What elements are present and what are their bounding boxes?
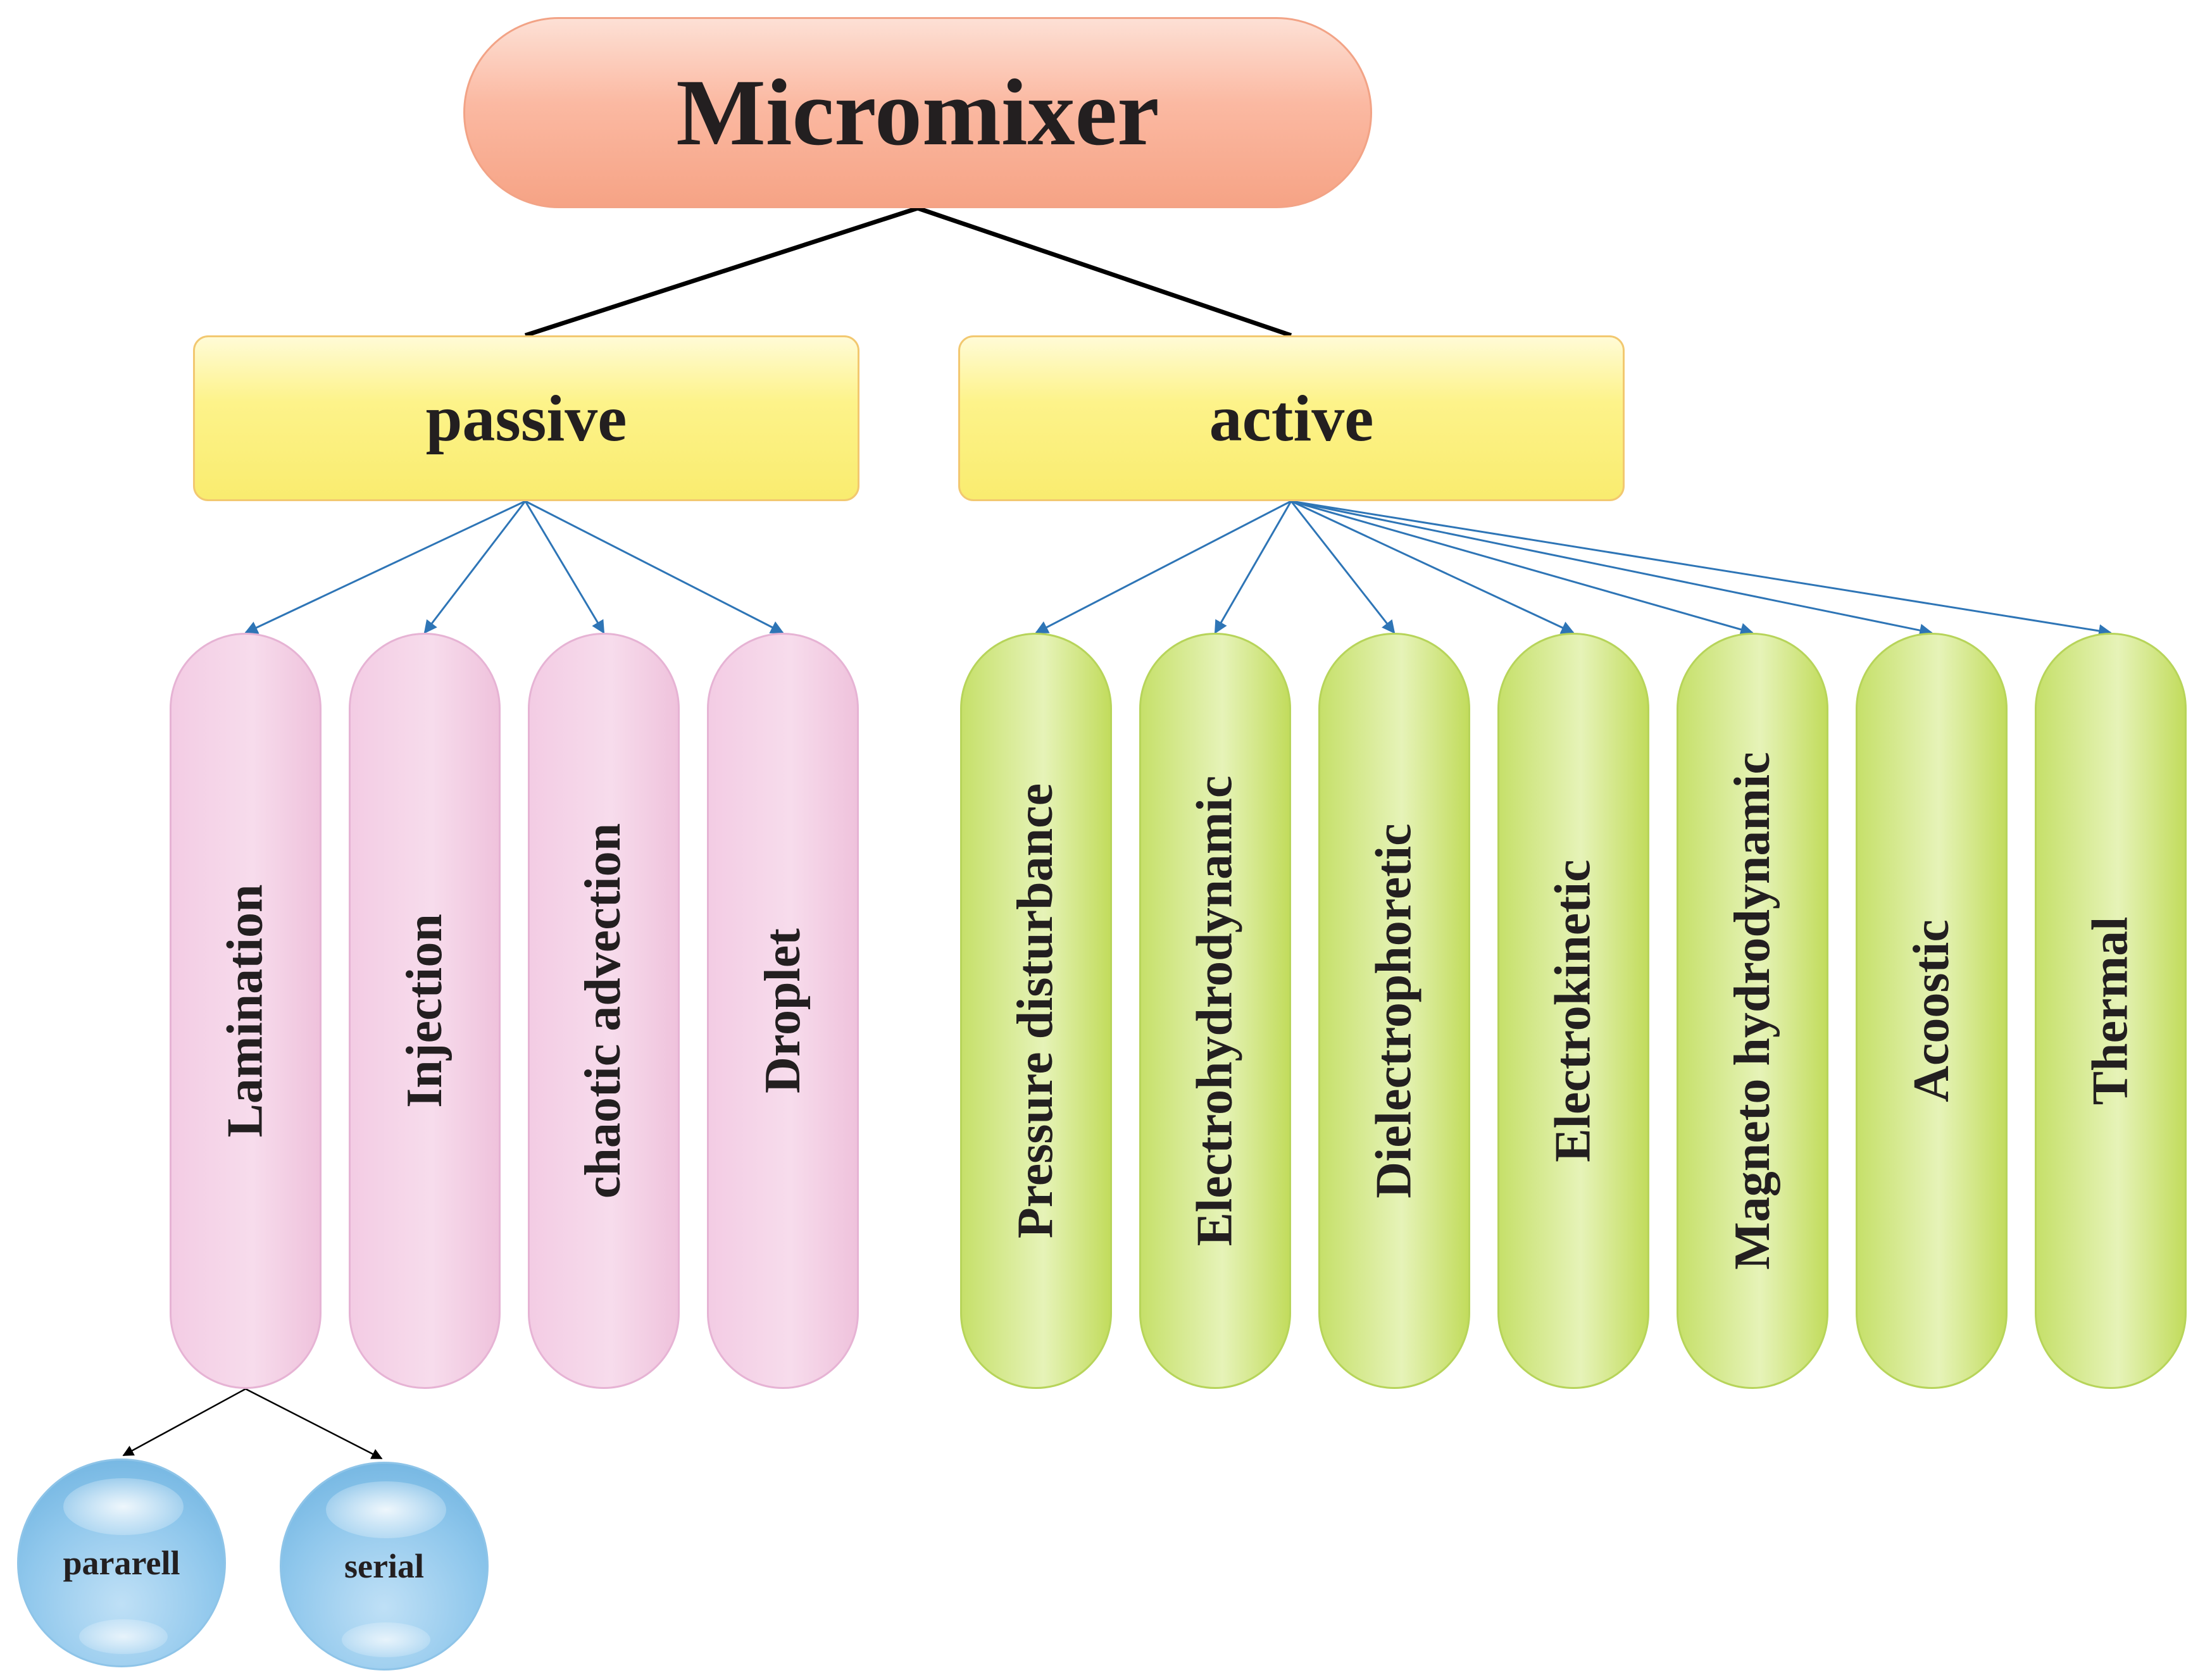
dielectrophoretic-node: Dielectrophoretic <box>1318 633 1470 1389</box>
active-label: active <box>1209 382 1374 455</box>
arrow-passive-droplet <box>525 500 784 634</box>
arrow-lamination-serial <box>245 1388 383 1460</box>
pressure-disturbance-node: Pressure disturbance <box>960 633 1112 1389</box>
lamination-node: Lamination <box>170 633 322 1389</box>
pressure-disturbance-label: Pressure disturbance <box>1008 783 1064 1239</box>
active-node: active <box>958 335 1625 501</box>
root-to-active-line <box>916 206 1292 338</box>
electrohydrodynamic-node: Electrohydrodynamic <box>1139 633 1291 1389</box>
electrokinetic-label: Electrokinetic <box>1545 859 1601 1162</box>
highlight-shape <box>342 1622 430 1657</box>
droplet-label: Droplet <box>754 928 811 1093</box>
magneto-hydrodynamic-node: Magneto hydrodynamic <box>1677 633 1828 1389</box>
thermal-node: Thermal <box>2035 633 2187 1389</box>
chaotic-advection-node: chaotic advection <box>528 633 680 1389</box>
micromixer-node: Micromixer <box>463 17 1372 208</box>
highlight-shape <box>326 1481 446 1538</box>
highlight-shape <box>63 1478 184 1535</box>
micromixer-label: Micromixer <box>676 60 1159 165</box>
arrow-active-acoostic <box>1290 500 1933 637</box>
arrow-active-pressure <box>1035 500 1292 634</box>
electrohydrodynamic-label: Electrohydrodynamic <box>1187 775 1243 1247</box>
chaotic-advection-label: chaotic advection <box>575 823 632 1199</box>
dielectrophoretic-label: Dielectrophoretic <box>1366 823 1422 1198</box>
highlight-shape <box>79 1619 168 1654</box>
serial-label: serial <box>344 1547 424 1585</box>
arrow-passive-injection <box>423 501 527 634</box>
arrow-passive-lamination <box>244 500 526 634</box>
passive-node: passive <box>193 335 859 501</box>
arrow-active-dielectrophoretic <box>1290 501 1396 634</box>
arrow-passive-chaotic <box>524 501 605 634</box>
root-to-passive-line <box>524 206 919 338</box>
arrow-active-magneto <box>1290 500 1754 636</box>
acoostic-node: Acoostic <box>1856 633 2008 1389</box>
arrow-active-electrohydrodynamic <box>1214 501 1292 634</box>
magneto-hydrodynamic-label: Magneto hydrodynamic <box>1724 752 1780 1270</box>
lamination-label: Lamination <box>217 884 273 1138</box>
serial-node: serial <box>280 1462 489 1671</box>
droplet-node: Droplet <box>707 633 859 1389</box>
acoostic-label: Acoostic <box>1903 919 1959 1102</box>
thermal-label: Thermal <box>2082 916 2139 1105</box>
arrow-lamination-pararell <box>122 1388 246 1457</box>
injection-label: Injection <box>396 914 453 1108</box>
passive-label: passive <box>425 382 627 455</box>
electrokinetic-node: Electrokinetic <box>1497 633 1649 1389</box>
injection-node: Injection <box>349 633 501 1389</box>
pararell-label: pararell <box>63 1544 180 1582</box>
pararell-node: pararell <box>17 1459 226 1667</box>
arrow-active-thermal <box>1290 500 2113 638</box>
arrow-active-electrokinetic <box>1290 500 1575 634</box>
